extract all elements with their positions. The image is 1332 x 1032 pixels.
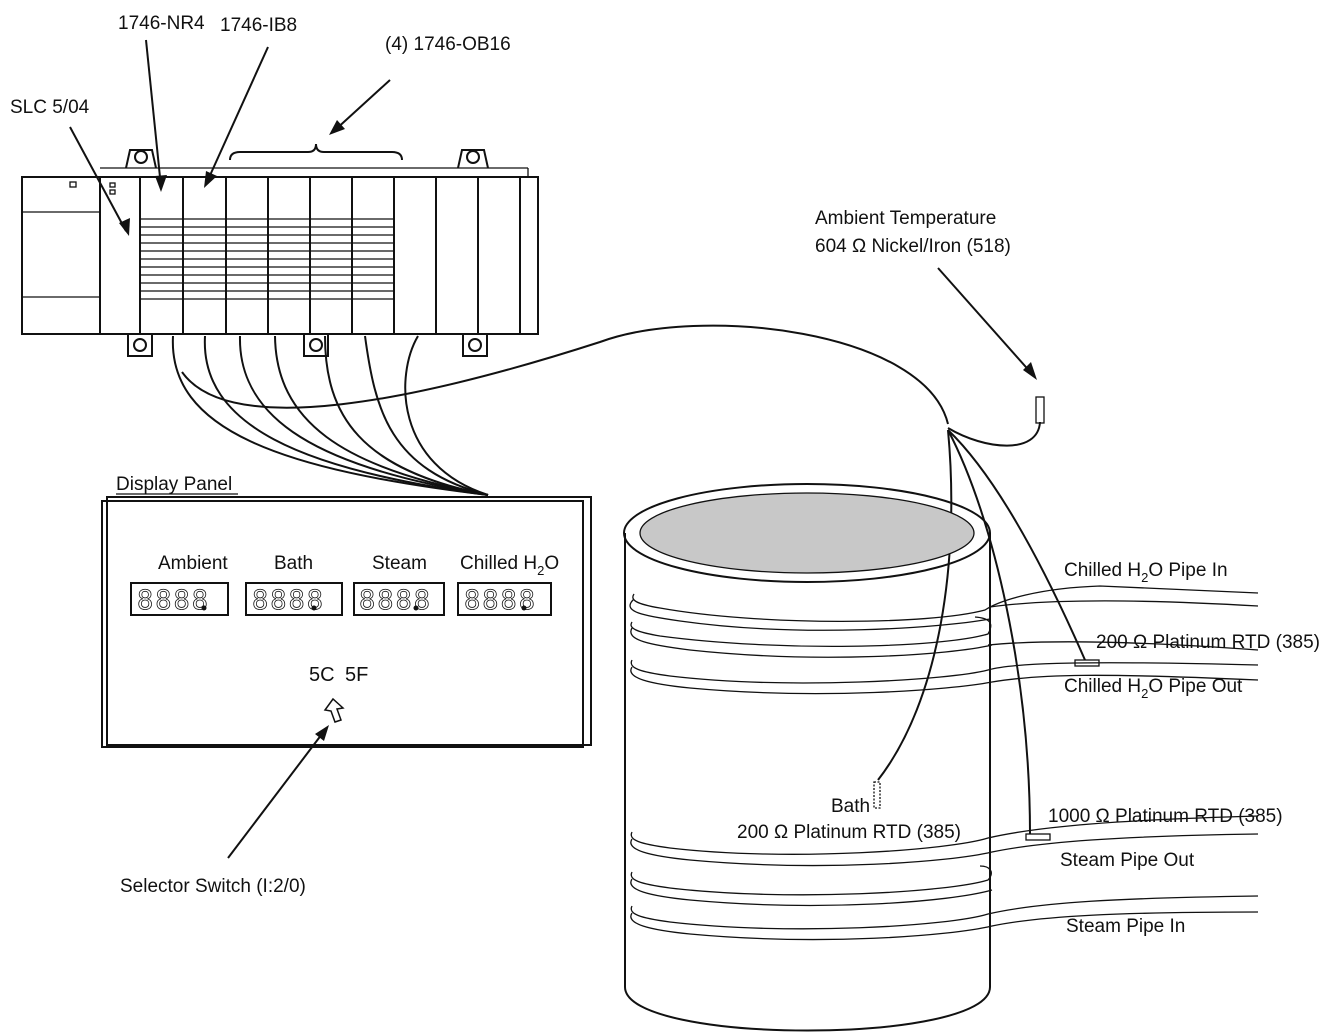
label-chilled-pipe-out: Chilled H2O Pipe Out xyxy=(1064,676,1243,701)
display-label-steam: Steam xyxy=(372,553,427,574)
digital-readout-ambient: 8888 xyxy=(130,582,229,616)
arrow-slc xyxy=(69,126,130,236)
display-label-bath: Bath xyxy=(274,553,313,574)
steam-pipes xyxy=(630,815,1259,941)
ambient-sensor-probe xyxy=(1035,396,1045,424)
mounting-tab-bottom-3 xyxy=(462,333,488,357)
label-rtd-chilled: 200 Ω Platinum RTD (385) xyxy=(1096,632,1320,653)
svg-text:8888: 8888 xyxy=(137,585,210,616)
chilled-water-pipes xyxy=(629,585,1259,695)
digital-readout-steam: 8888 xyxy=(353,582,445,616)
rtd-sensor-bath xyxy=(873,781,881,809)
arrow-ambient xyxy=(937,267,1037,380)
digital-readout-bath: 8888 xyxy=(245,582,343,616)
switch-position-5f: 5F xyxy=(345,664,368,686)
switch-position-5c: 5C xyxy=(309,664,335,686)
label-1746-nr4: 1746-NR4 xyxy=(118,13,205,34)
plc-chassis xyxy=(21,149,539,357)
svg-text:8888: 8888 xyxy=(252,585,325,616)
rtd-sensor-chilled-out xyxy=(1074,659,1100,667)
arrow-ob16 xyxy=(329,79,391,135)
wiring-harness xyxy=(171,324,1086,835)
rtd-sensor-steam-out xyxy=(1025,833,1051,841)
label-chilled-pipe-in: Chilled H2O Pipe In xyxy=(1064,560,1228,585)
selector-switch-pointer-icon[interactable] xyxy=(323,697,345,723)
bath-tank xyxy=(623,483,991,1032)
mounting-tab-bottom-1 xyxy=(127,333,153,357)
label-display-panel: Display Panel xyxy=(116,474,232,495)
svg-text:8888: 8888 xyxy=(359,585,432,616)
label-slc-5-04: SLC 5/04 xyxy=(10,97,90,118)
display-label-chilled: Chilled H2O xyxy=(460,553,559,578)
label-1746-ob16: (4) 1746-OB16 xyxy=(385,34,511,55)
arrow-selector-switch xyxy=(227,725,329,859)
svg-text:8888: 8888 xyxy=(464,585,537,616)
label-selector-switch: Selector Switch (I:2/0) xyxy=(120,876,306,897)
label-ambient-sensor-spec: 604 Ω Nickel/Iron (518) xyxy=(815,236,1011,257)
digital-readout-chilled: 8888 xyxy=(457,582,552,616)
display-panel: Ambient Bath Steam Chilled H2O 8888 8888… xyxy=(101,496,592,748)
display-label-ambient: Ambient xyxy=(158,553,228,574)
mounting-tab-top-right xyxy=(457,149,489,169)
ob16-brace xyxy=(229,143,403,161)
mounting-tab-bottom-2 xyxy=(303,333,329,357)
label-steam-pipe-out: Steam Pipe Out xyxy=(1060,850,1195,871)
label-bath: Bath xyxy=(831,796,870,817)
label-rtd-steam: 1000 Ω Platinum RTD (385) xyxy=(1048,806,1283,827)
arrow-nr4 xyxy=(145,39,167,192)
arrow-ib8 xyxy=(204,46,269,188)
label-rtd-bath: 200 Ω Platinum RTD (385) xyxy=(737,822,961,843)
module-terminal-lines xyxy=(140,218,394,300)
label-1746-ib8: 1746-IB8 xyxy=(220,15,297,36)
label-ambient-temperature: Ambient Temperature xyxy=(815,208,996,229)
label-steam-pipe-in: Steam Pipe In xyxy=(1066,916,1185,937)
mounting-tab-top-left xyxy=(125,149,157,169)
